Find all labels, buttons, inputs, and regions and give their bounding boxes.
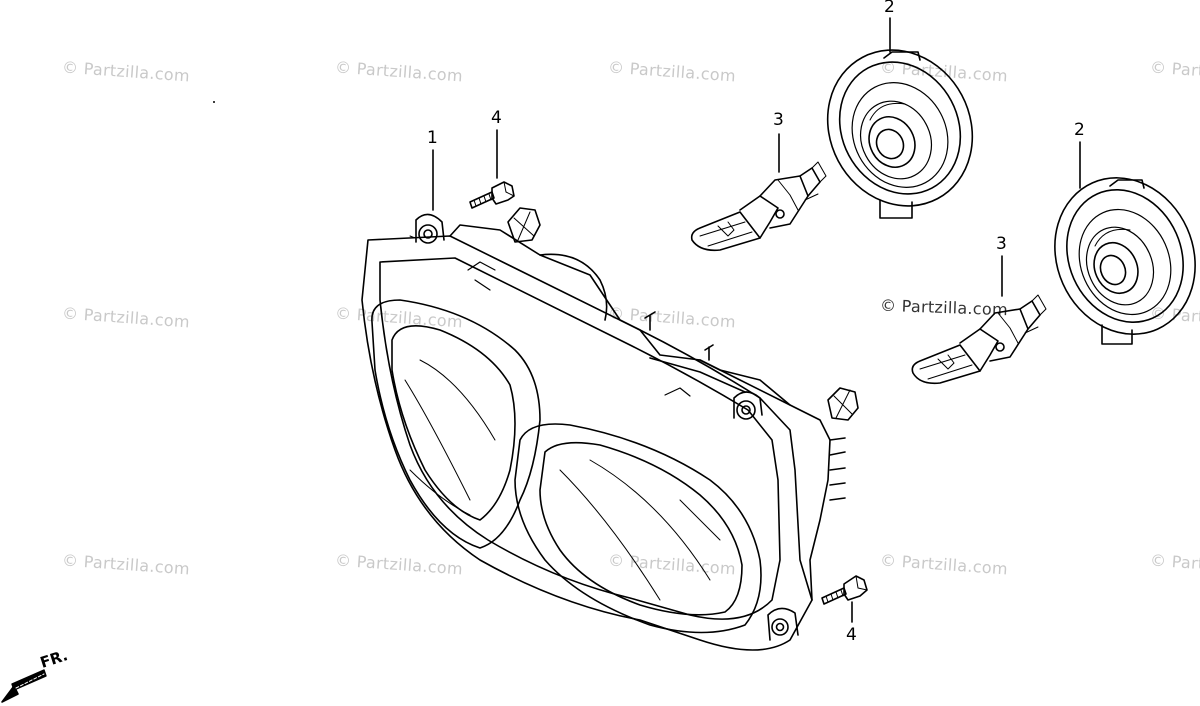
front-arrow-icon: [1, 669, 47, 703]
callout-bulb-upper: 3: [773, 110, 784, 130]
callout-bulb-lower: 3: [996, 234, 1007, 254]
bulb-cover-upper[interactable]: [801, 25, 1000, 232]
bulb-cover-lower[interactable]: [1030, 155, 1200, 356]
callout-bulb-cover-lower: 2: [1074, 120, 1085, 140]
bulb-lower[interactable]: [911, 294, 1047, 385]
screw-lower[interactable]: [821, 575, 868, 605]
callout-screw-upper: 4: [491, 108, 502, 128]
callout-bulb-cover-upper: 2: [884, 0, 895, 17]
callout-headlight-unit: 1: [427, 128, 438, 148]
screw-upper[interactable]: [469, 181, 515, 209]
bulb-upper[interactable]: [690, 161, 827, 252]
callout-screw-lower: 4: [846, 625, 857, 645]
headlight-unit[interactable]: [361, 207, 859, 651]
